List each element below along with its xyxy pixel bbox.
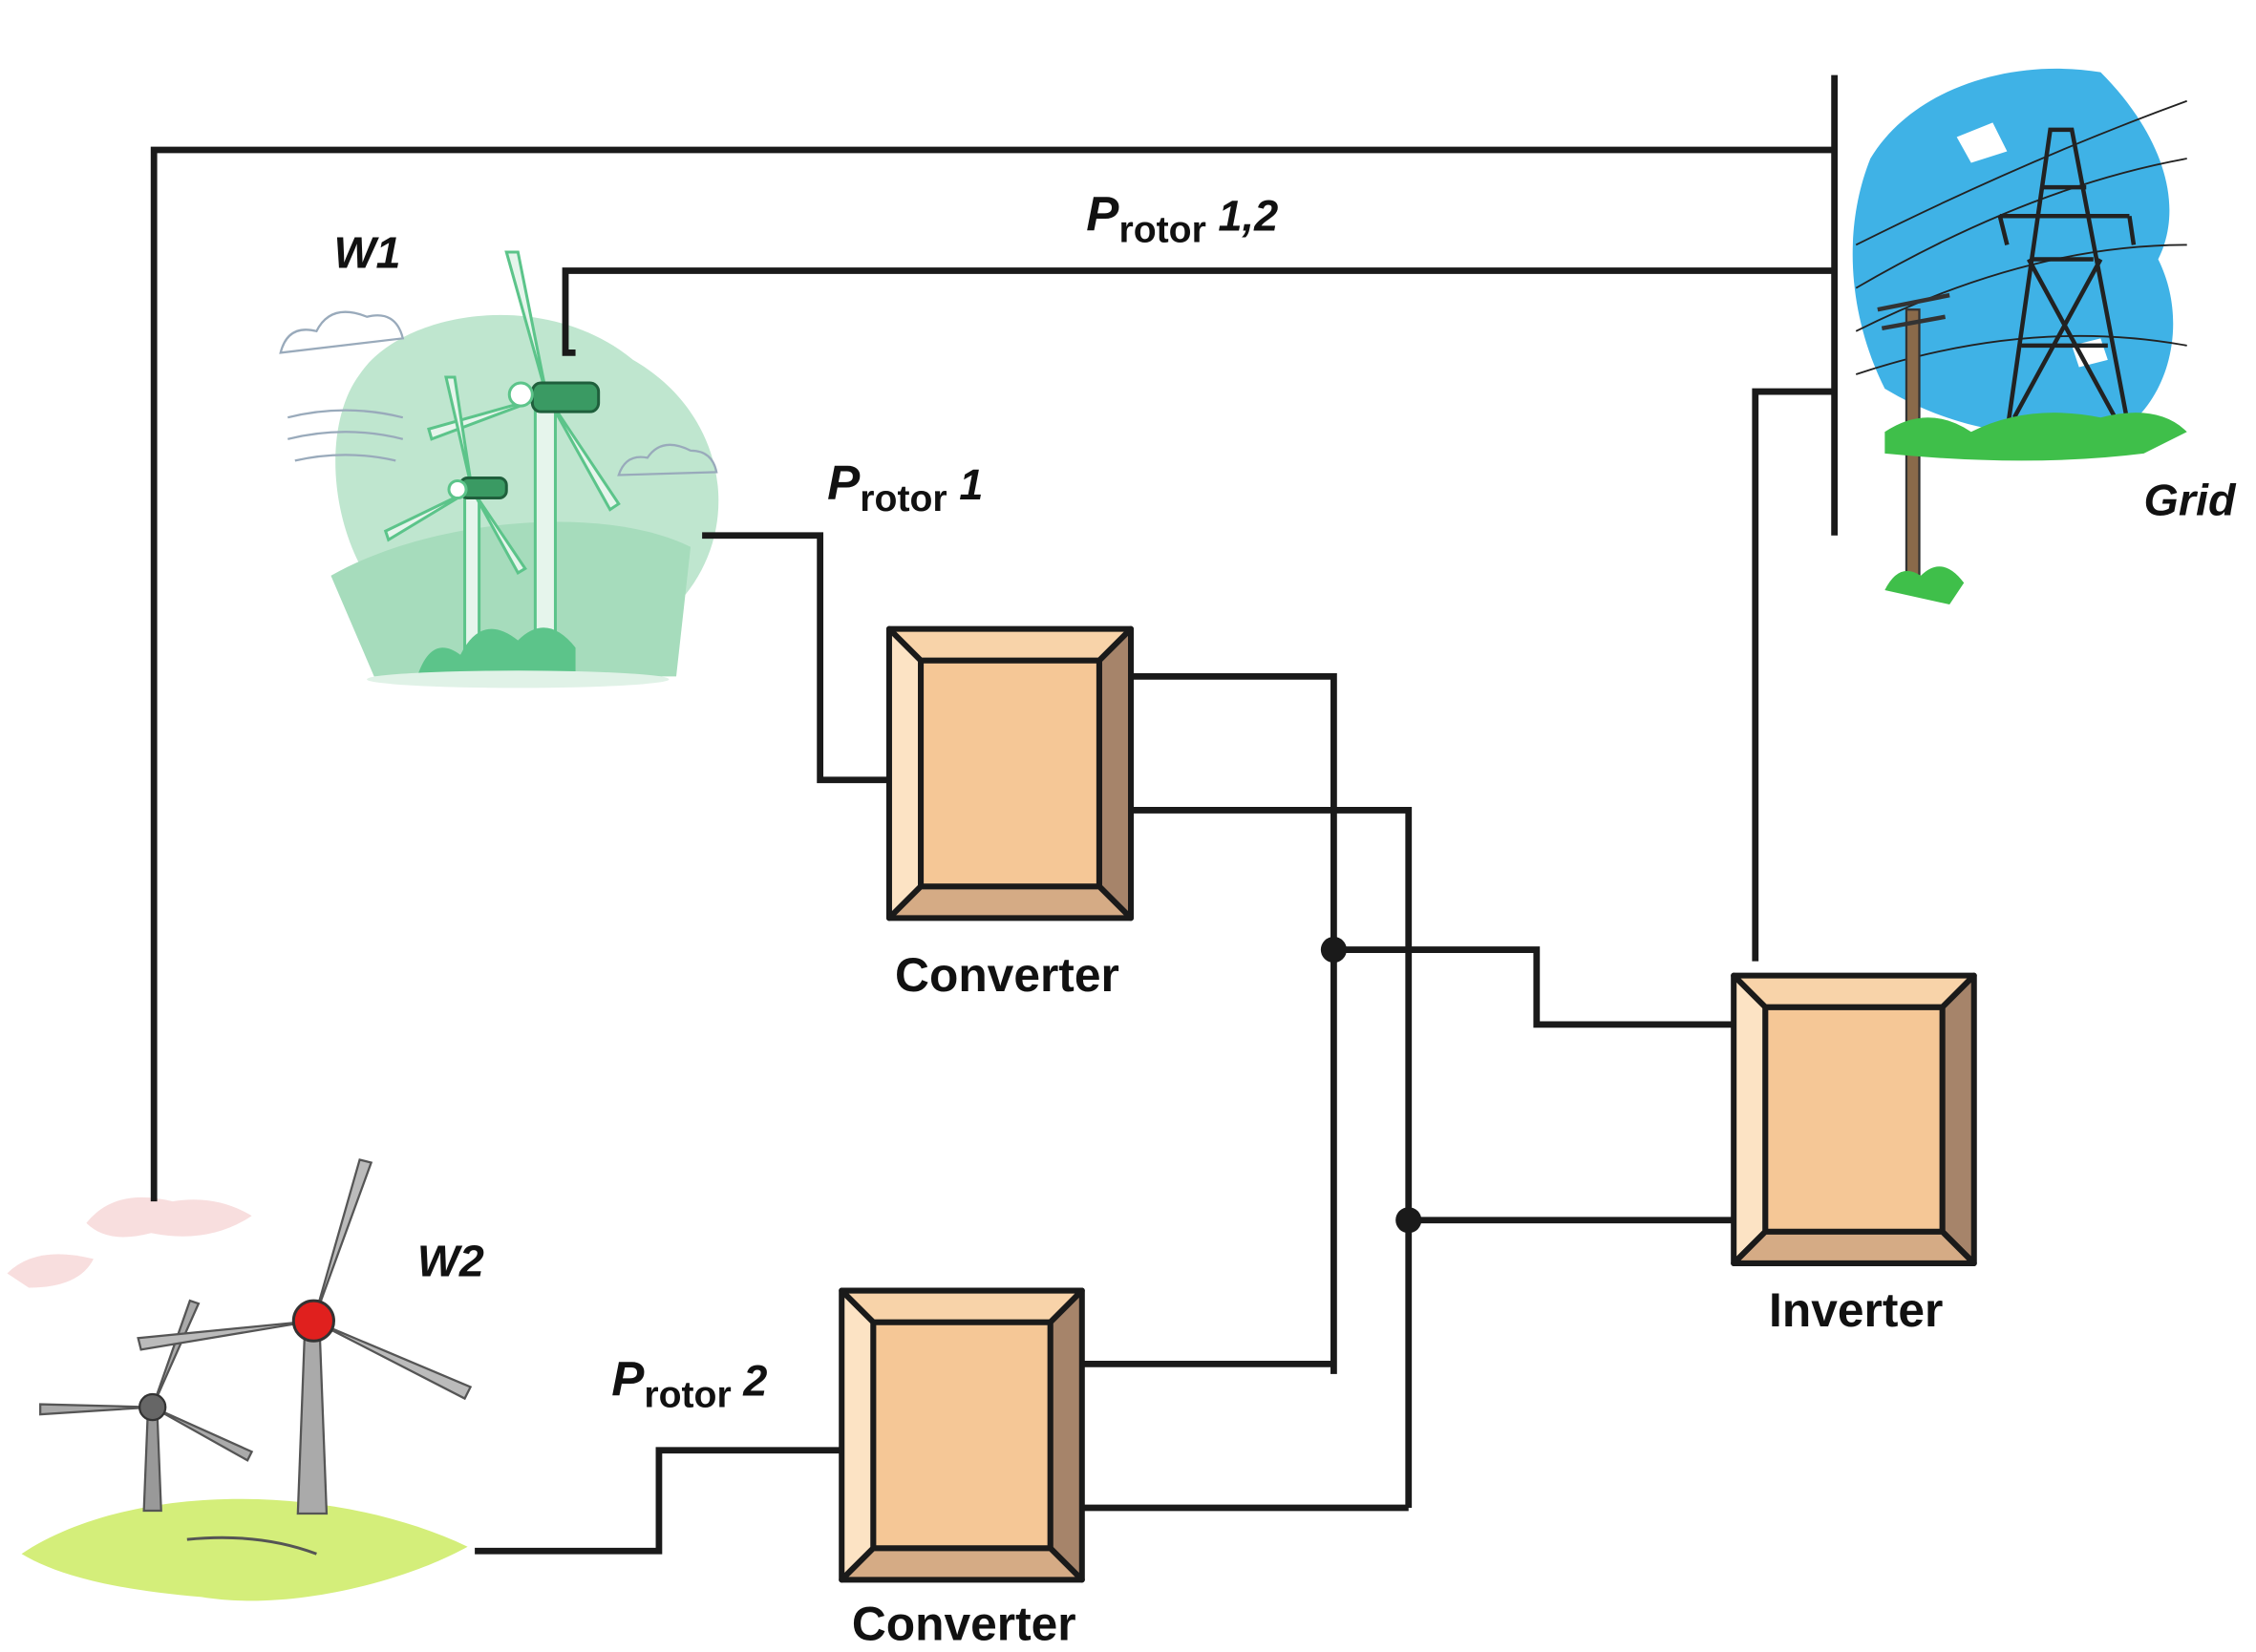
p-rotor-1-sub: rotor (860, 478, 947, 519)
w2-label: W2 (417, 1236, 484, 1285)
converter-2-label: Converter (852, 1598, 1076, 1651)
junction-dot (1320, 936, 1347, 964)
p-rotor-1-label: Protor 1 (827, 455, 983, 519)
converter-2-box-right-bevel (1047, 1287, 1085, 1583)
converter-2-box-top-bevel (839, 1287, 1085, 1325)
converter-1-box-left-bevel (885, 625, 925, 921)
grid-power-line-illustration (1852, 68, 2188, 605)
p-rotor-2-suffix: 2 (732, 1357, 768, 1406)
p-rotor-12-sub: rotor (1118, 209, 1205, 250)
converter-1-box-face (918, 657, 1102, 890)
converter-1-box-bottom-bevel (885, 883, 1135, 921)
inverter-box-bottom-bevel (1731, 1228, 1977, 1266)
component-boxes (839, 625, 1977, 1583)
converter-2-box-face (870, 1319, 1054, 1552)
grid-label: Grid (2144, 476, 2237, 525)
p-rotor-2-main: P (611, 1352, 645, 1407)
w1-wind-turbine-illustration (279, 250, 719, 688)
converter-1-box-top-bevel (885, 625, 1135, 664)
inverter-box-right-bevel (1939, 972, 1977, 1266)
converter-1-label: Converter (895, 948, 1119, 1002)
converter-1-box (885, 625, 1135, 921)
wiring (150, 74, 1839, 1555)
w1-label: W1 (333, 228, 400, 278)
converter-2-box (839, 1287, 1085, 1583)
p-rotor-12-suffix: 1,2 (1206, 191, 1278, 240)
p-rotor-1-suffix: 1 (947, 460, 984, 509)
p-rotor-12-main: P (1086, 186, 1119, 241)
converter-1-box-right-bevel (1096, 625, 1135, 921)
w2-wind-turbine-illustration (7, 1158, 473, 1601)
p-rotor-2-label: Protor 2 (611, 1352, 767, 1416)
inverter-box-face (1762, 1004, 1946, 1235)
inverter-box-top-bevel (1731, 972, 1977, 1010)
p-rotor-1-main: P (827, 455, 861, 510)
junction-dot (1395, 1207, 1422, 1234)
inverter-label: Inverter (1769, 1283, 1943, 1337)
converter-2-box-left-bevel (839, 1287, 877, 1583)
inverter-box (1731, 972, 1977, 1266)
converter-2-box-bottom-bevel (839, 1545, 1085, 1583)
inverter-box-left-bevel (1731, 972, 1769, 1266)
p-rotor-12-label: Protor 1,2 (1086, 186, 1278, 250)
p-rotor-2-sub: rotor (644, 1375, 731, 1416)
